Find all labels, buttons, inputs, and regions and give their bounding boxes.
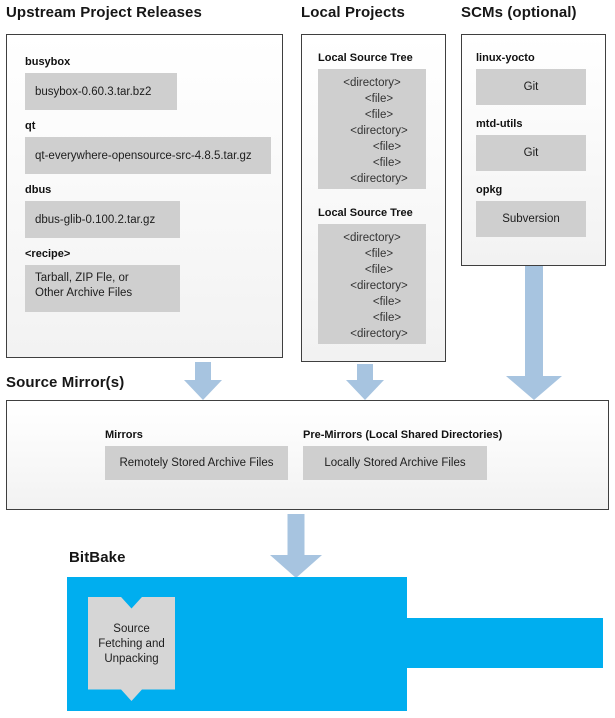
scms-group-label-linux-yocto: linux-yocto bbox=[476, 52, 535, 64]
upstream-chip-dbus: dbus-glib-0.100.2.tar.gz bbox=[25, 201, 180, 238]
upstream-group-label-busybox: busybox bbox=[25, 56, 71, 68]
bitbake-extension-bar bbox=[405, 618, 603, 668]
mirrors-group-label: Mirrors bbox=[105, 429, 143, 441]
upstream-column-heading: Upstream Project Releases bbox=[6, 4, 202, 21]
scms-panel: linux-yocto Git mtd-utils Git opkg Subve… bbox=[461, 34, 606, 266]
upstream-group-label-qt: qt bbox=[25, 120, 36, 132]
local-projects-column-heading: Local Projects bbox=[301, 4, 405, 21]
tree-node: <directory> bbox=[350, 328, 408, 340]
upstream-chip-recipe-line2: Other Archive Files bbox=[35, 287, 133, 299]
upstream-chip-qt: qt-everywhere-opensource-src-4.8.5.tar.g… bbox=[25, 137, 271, 174]
tree-node: <file> bbox=[372, 312, 402, 324]
tree-node: <directory> bbox=[350, 280, 408, 292]
task-label: Source Fetching and Unpacking bbox=[98, 622, 165, 676]
tree-node: <directory> bbox=[350, 125, 408, 137]
scms-column-heading: SCMs (optional) bbox=[461, 4, 577, 21]
tree-node: <file> bbox=[364, 264, 394, 276]
pre-mirrors-group-label: Pre-Mirrors (Local Shared Directories) bbox=[303, 429, 503, 441]
tree-node: <file> bbox=[372, 296, 402, 308]
arrow-mirrors-to-bitbake bbox=[270, 514, 322, 578]
upstream-chip-busybox: busybox-0.60.3.tar.bz2 bbox=[25, 73, 177, 110]
pre-mirrors-chip: Locally Stored Archive Files bbox=[303, 446, 487, 480]
source-mirrors-panel: Mirrors Remotely Stored Archive Files Pr… bbox=[6, 400, 609, 510]
source-mirrors-heading: Source Mirror(s) bbox=[6, 374, 125, 391]
tree-node: <file> bbox=[364, 93, 394, 105]
local-tree-label-1: Local Source Tree bbox=[318, 52, 413, 64]
scms-chip-linux-yocto: Git bbox=[476, 69, 586, 105]
tree-node: <file> bbox=[364, 109, 394, 121]
local-tree-chip-2: <directory> <file> <file> <directory> <f… bbox=[318, 224, 426, 344]
arrow-scms-to-mirrors bbox=[506, 266, 562, 400]
task-label-line2: Fetching and bbox=[98, 638, 165, 650]
tree-node: <directory> bbox=[343, 77, 401, 89]
task-label-line1: Source bbox=[113, 623, 150, 635]
upstream-panel: busybox busybox-0.60.3.tar.bz2 qt qt-eve… bbox=[6, 34, 283, 358]
local-tree-chip-1: <directory> <file> <file> <directory> <f… bbox=[318, 69, 426, 189]
upstream-group-label-recipe: <recipe> bbox=[25, 248, 71, 260]
tree-node: <directory> bbox=[350, 173, 408, 185]
source-fetching-and-unpacking-task: Source Fetching and Unpacking bbox=[88, 597, 175, 701]
scms-group-label-mtd-utils: mtd-utils bbox=[476, 118, 523, 130]
local-projects-panel: Local Source Tree <directory> <file> <fi… bbox=[301, 34, 446, 362]
bitbake-heading: BitBake bbox=[69, 549, 126, 566]
local-tree-label-2: Local Source Tree bbox=[318, 207, 413, 219]
scms-group-label-opkg: opkg bbox=[476, 184, 503, 196]
tree-node: <file> bbox=[372, 157, 402, 169]
tree-node: <directory> bbox=[343, 232, 401, 244]
tree-node: <file> bbox=[372, 141, 402, 153]
upstream-chip-recipe-line1: Tarball, ZIP Fle, or bbox=[35, 272, 129, 284]
scms-chip-opkg: Subversion bbox=[476, 201, 586, 237]
upstream-group-label-dbus: dbus bbox=[25, 184, 52, 196]
tree-node: <file> bbox=[364, 248, 394, 260]
arrow-upstream-to-mirrors bbox=[184, 362, 222, 400]
task-label-line3: Unpacking bbox=[104, 653, 159, 665]
upstream-chip-recipe: Tarball, ZIP Fle, or Other Archive Files bbox=[25, 265, 180, 312]
arrow-local-projects-to-mirrors bbox=[346, 364, 384, 400]
scms-chip-mtd-utils: Git bbox=[476, 135, 586, 171]
mirrors-chip: Remotely Stored Archive Files bbox=[105, 446, 288, 480]
